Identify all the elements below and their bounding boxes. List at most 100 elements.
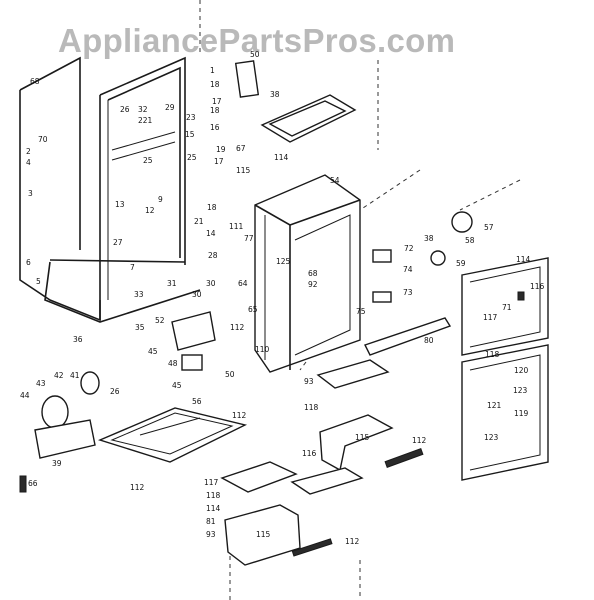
label-5: 5 [36,277,41,286]
label-110: 112 [130,483,145,492]
label-17b: 17 [214,157,224,166]
label-71: 71 [502,303,512,312]
label-115: 117 [483,313,498,322]
label-4: 4 [26,158,31,167]
label-65: 66 [28,479,38,488]
label-57: 57 [484,223,494,232]
label-114: 116 [530,282,545,291]
label-90: 81 [206,517,216,526]
label-68: 68 [308,269,318,278]
label-94b: 118 [206,491,221,500]
label-86: 111 [229,222,244,231]
label-18a: 18 [210,80,220,89]
label-38b: 38 [424,234,434,243]
label-45: 45 [148,347,158,356]
label-31: 31 [167,279,177,288]
label-20: 23 [186,113,196,122]
label-42: 42 [54,371,64,380]
label-111: 114 [516,255,531,264]
label-54: 54 [330,176,340,185]
label-6: 6 [26,258,31,267]
label-35: 35 [135,323,145,332]
label-89: 114 [274,153,289,162]
label-119: 121 [487,401,502,410]
watermark: AppliancePartsPros.com [58,22,456,59]
label-23a: 25 [143,156,153,165]
label-93: 117 [204,478,219,487]
crisper-cover [364,317,452,356]
label-18b: 18 [210,106,220,115]
control-components [372,211,525,303]
label-3: 3 [28,189,33,198]
label-50b: 50 [225,370,235,379]
label-12: 12 [145,206,155,215]
label-17: 17 [212,97,222,106]
shelves-drawers [220,359,424,566]
label-7: 7 [130,263,135,272]
label-50: 50 [250,50,260,59]
label-118: 120 [514,366,529,375]
label-94a: 118 [304,403,319,412]
label-89b: 114 [206,504,221,513]
label-85a: 93 [304,377,314,386]
label-19: 19 [216,145,226,154]
fresh-food-liner [254,174,361,373]
label-87a: 112 [230,323,245,332]
label-13: 13 [115,200,125,209]
label-123: 123 [513,386,528,395]
label-84: 110 [255,345,270,354]
label-38a: 38 [270,90,280,99]
label-27: 29 [165,103,175,112]
label-59: 59 [456,259,466,268]
label-74: 74 [403,265,413,274]
label-43: 43 [36,379,46,388]
label-39: 39 [52,459,62,468]
label-80: 80 [424,336,434,345]
label-125: 125 [276,257,291,266]
label-70: 70 [38,135,48,144]
label-2: 2 [26,147,31,156]
label-73: 73 [403,288,413,297]
label-92: 116 [302,449,317,458]
label-26: 28 [208,251,218,260]
label-117: 119 [514,409,529,418]
label-15: 15 [185,130,195,139]
fan-assembly [19,311,216,493]
label-64: 65 [248,305,258,314]
label-44: 44 [20,391,30,400]
label-61: 68 [30,77,40,86]
label-52: 52 [155,316,165,325]
top-shelf [234,60,357,143]
label-18c: 18 [207,203,217,212]
label-109: 112 [232,411,247,420]
label-85b: 93 [206,530,216,539]
label-25: 27 [113,238,123,247]
label-24a: 26 [120,105,130,114]
label-56: 56 [192,397,202,406]
label-82a: 92 [308,280,318,289]
label-1: 1 [210,66,215,75]
part-number-labels: 68 70 2 4 3 9 13 12 26 32 221 29 25 23 1… [20,50,545,546]
label-48: 48 [168,359,178,368]
label-41: 41 [70,371,80,380]
drip-tray [97,407,248,463]
label-29: 30 [206,279,216,288]
label-66: 67 [236,144,246,153]
label-87b: 112 [412,436,427,445]
label-58: 58 [465,236,475,245]
label-32: 32 [138,105,148,114]
label-33: 33 [134,290,144,299]
label-112a: 115 [355,433,370,442]
label-72: 72 [404,244,414,253]
door-panels [461,257,549,481]
label-36: 36 [73,335,83,344]
label-63: 64 [238,279,248,288]
label-9: 9 [158,195,163,204]
label-45b: 45 [172,381,182,390]
label-21: 21 [194,217,204,226]
label-87c: 112 [345,537,360,546]
label-120: 123 [484,433,499,442]
label-24b: 26 [110,387,120,396]
